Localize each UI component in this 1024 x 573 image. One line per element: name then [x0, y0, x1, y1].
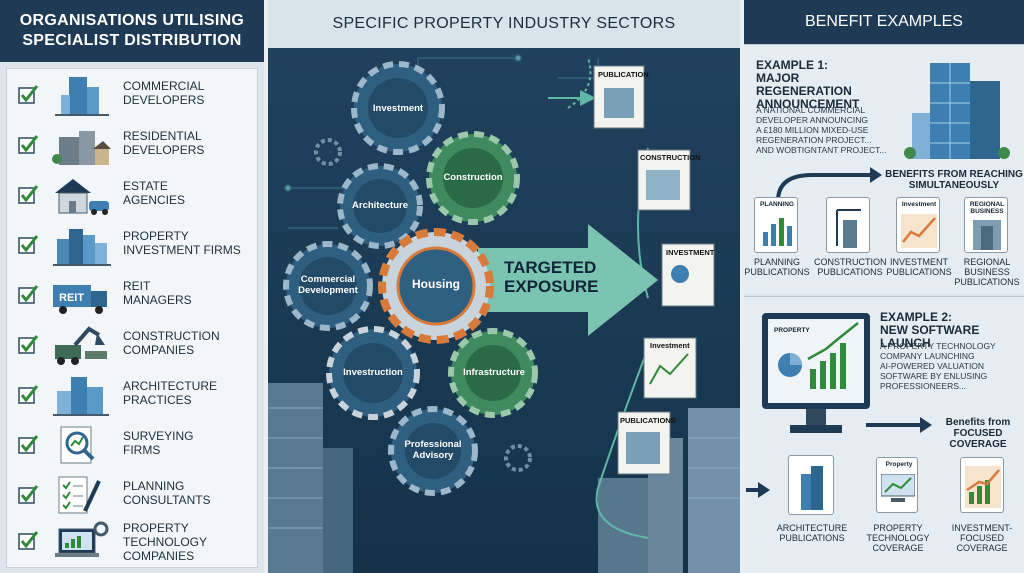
- example-1-description: A NATIONAL COMMERCIAL DEVELOPER ANNOUNCI…: [756, 105, 887, 155]
- example-2-description: A PROPERTY TECHNOLOGY COMPANY LAUNCHING …: [880, 341, 996, 391]
- gear-housing-label: Housing: [412, 277, 460, 291]
- checkbox-checked-icon: [18, 135, 39, 154]
- office-tower-icon: [55, 77, 109, 116]
- planning-publication-card: PLANNING: [754, 197, 798, 253]
- example-1-title: EXAMPLE 1: MAJOR REGENERATION ANNOUNCEME…: [756, 58, 860, 111]
- monitor-chart-icon: [762, 313, 870, 433]
- gears-group: [283, 61, 538, 496]
- investment-pub-tag: INVESTMENT: [666, 248, 715, 257]
- right-arrow-icon: [866, 417, 932, 433]
- checkbox-checked-icon: [18, 531, 39, 550]
- gear-construction-label: Construction: [443, 172, 503, 183]
- organisations-header: ORGANISATIONS UTILISING SPECIALIST DISTR…: [0, 0, 264, 62]
- svg-text:REIT: REIT: [59, 292, 84, 304]
- sectors-panel: SPECIFIC PROPERTY INDUSTRY SECTORS: [268, 0, 740, 573]
- construction-publication-card: [826, 197, 870, 253]
- regional-business-publication-card: REGIONAL BUSINESS: [964, 197, 1008, 253]
- publications-tag: PUBLICATIONS: [620, 416, 676, 425]
- monitor-property-tag: PROPERTY: [774, 327, 810, 334]
- skyline-buildings: [268, 383, 740, 573]
- gear-infrastructure-label: Infrastructure: [463, 367, 525, 378]
- checkbox-checked-icon: [18, 335, 39, 354]
- checkbox-checked-icon: [18, 85, 39, 104]
- sectors-diagram: [268, 54, 740, 573]
- sectors-title: SPECIFIC PROPERTY INDUSTRY SECTORS: [268, 0, 740, 48]
- apartment-icon: [52, 131, 111, 165]
- property-technology-card: Property: [876, 457, 918, 513]
- targeted-exposure-arrow: [478, 224, 658, 336]
- right-arrow-small-icon: [746, 482, 770, 498]
- excavator-icon: [55, 326, 107, 365]
- magnifier-chart-icon: [60, 426, 95, 464]
- architecture-buildings-icon: [53, 377, 109, 416]
- benefits-panel: BENEFIT EXAMPLES EXAMPLE 1: MAJOR REGENE…: [744, 0, 1024, 573]
- checkbox-checked-icon: [18, 485, 39, 504]
- organisations-panel: ORGANISATIONS UTILISING SPECIALIST DISTR…: [0, 0, 264, 573]
- checklist-pencil-icon: [58, 476, 101, 514]
- house-car-icon: [55, 179, 109, 215]
- construction-pub-tag: CONSTRUCTION: [640, 153, 701, 162]
- organisations-title-line2: SPECIALIST DISTRIBUTION: [22, 32, 242, 49]
- gear-architecture-label: Architecture: [352, 200, 408, 211]
- curved-arrow-icon: [776, 167, 882, 202]
- checkbox-checked-icon: [18, 185, 39, 204]
- city-buildings-icon: [53, 229, 111, 266]
- gear-investruction-label: Investruction: [343, 367, 403, 378]
- checkbox-checked-icon: [18, 385, 39, 404]
- checkbox-checked-icon: [18, 235, 39, 254]
- example-1-card: EXAMPLE 1: MAJOR REGENERATION ANNOUNCEME…: [744, 44, 1024, 294]
- publication-tag: PUBLICATION: [598, 70, 649, 79]
- investment-focused-card: [960, 457, 1004, 513]
- organisations-title-line1: ORGANISATIONS UTILISING: [19, 12, 245, 29]
- office-building-icon: [904, 63, 1010, 159]
- gear-investment-label: Investment: [372, 103, 424, 114]
- investment-publication-card: Investment: [896, 197, 940, 253]
- publication-stacks: [593, 65, 715, 475]
- checkbox-checked-icon: [18, 285, 39, 304]
- investment-pub-tag-2: Investment: [650, 341, 690, 350]
- benefits-title: BENEFIT EXAMPLES: [744, 0, 1024, 44]
- architecture-publication-card: [788, 455, 834, 515]
- example-2-card: PROPERTY EXAMPLE 2: NEW SOFTWARE LAUNCH …: [744, 296, 1024, 573]
- laptop-gear-icon: [55, 521, 109, 557]
- example-2-title: EXAMPLE 2: NEW SOFTWARE LAUNCH: [880, 310, 980, 350]
- checkbox-checked-icon: [18, 435, 39, 454]
- reit-truck-icon: REIT: [53, 285, 107, 314]
